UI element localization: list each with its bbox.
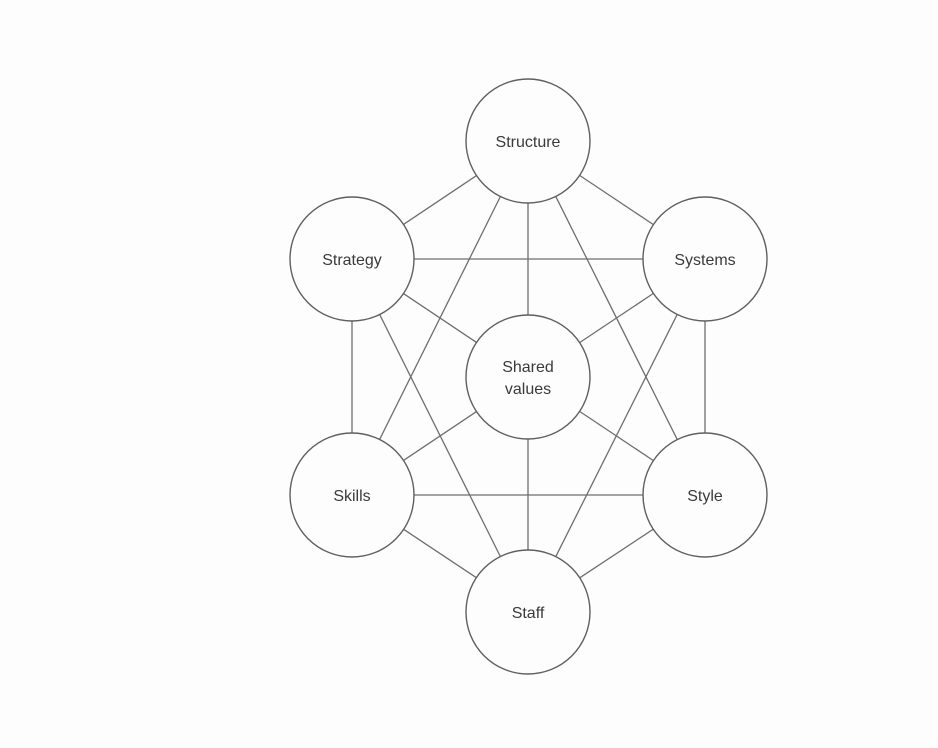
connector-lines	[351, 174, 706, 579]
edge-style-staff	[579, 528, 654, 579]
node-shared-values: Shared values	[465, 314, 591, 440]
node-shared-values-label-line1: Shared	[502, 359, 554, 376]
edge-shared-values-style	[579, 410, 654, 462]
edge-strategy-shared-values	[403, 292, 477, 344]
node-staff-label: Staff	[512, 605, 545, 622]
node-skills-circle	[289, 432, 415, 558]
edge-skills-staff	[403, 528, 477, 579]
node-style-circle	[642, 432, 768, 558]
node-style: Style	[642, 432, 768, 558]
node-systems: Systems	[642, 196, 768, 322]
node-strategy-circle	[289, 196, 415, 322]
edge-structure-strategy	[403, 174, 477, 226]
diagram-nodes: Structure Strategy Systems Shared values…	[289, 78, 768, 675]
node-shared-values-label-line2: values	[505, 381, 551, 398]
node-skills: Skills	[289, 432, 415, 558]
node-systems-circle	[642, 196, 768, 322]
node-staff: Staff	[465, 549, 591, 675]
node-shared-values-circle	[465, 314, 591, 440]
edge-shared-values-skills	[403, 410, 477, 462]
edge-systems-shared-values	[579, 292, 654, 344]
node-skills-label: Skills	[333, 488, 370, 505]
node-structure-circle	[465, 78, 591, 204]
node-structure-label: Structure	[496, 134, 561, 151]
node-structure: Structure	[465, 78, 591, 204]
node-strategy: Strategy	[289, 196, 415, 322]
node-staff-circle	[465, 549, 591, 675]
node-systems-label: Systems	[674, 252, 735, 269]
edge-structure-systems	[579, 174, 654, 226]
node-strategy-label: Strategy	[322, 252, 382, 269]
node-style-label: Style	[687, 488, 723, 505]
